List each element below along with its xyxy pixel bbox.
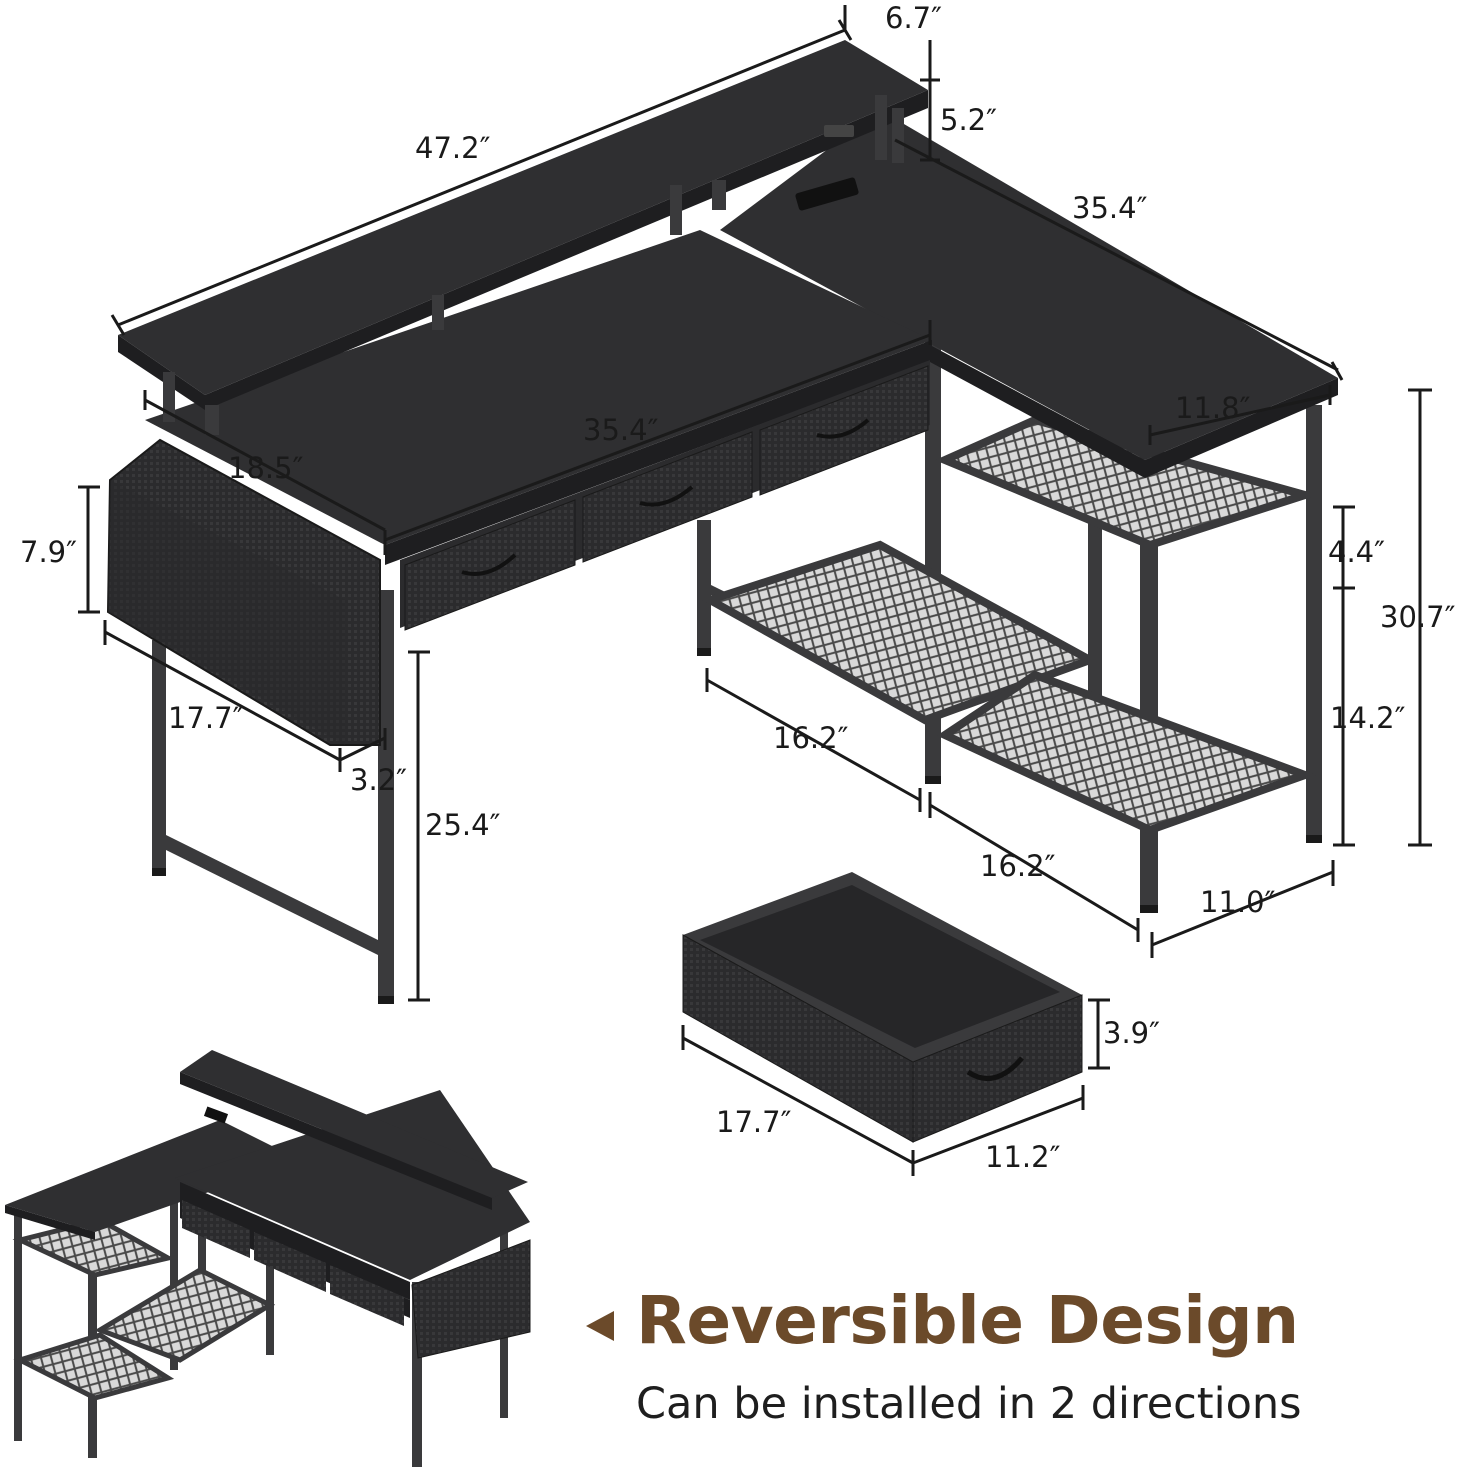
main-desktop — [145, 230, 932, 545]
leg-feet — [152, 648, 1322, 1004]
power-outlet-icon — [795, 177, 859, 211]
label-hutch-width: 47.2″ — [415, 131, 491, 165]
drawer-2 — [582, 431, 753, 563]
label-desk-depth: 18.5″ — [228, 451, 304, 485]
label-bag-height: 7.9″ — [20, 535, 77, 569]
drawer-handle-icon — [966, 1056, 1024, 1081]
hutch-supports — [163, 95, 904, 435]
label-shelf-gap-top: 4.4″ — [1328, 535, 1385, 569]
drawer-3 — [759, 365, 929, 496]
hutch-shelf — [118, 40, 928, 395]
label-shelf-gap-bottom: 14.2″ — [1330, 701, 1406, 735]
drawer-1 — [404, 499, 576, 631]
drawer-illustration — [682, 872, 1083, 1143]
return-desktop — [720, 110, 1338, 460]
label-desk-height: 25.4″ — [425, 808, 501, 842]
label-drawer-height: 3.9″ — [1103, 1016, 1160, 1050]
label-shelf-length-1: 16.2″ — [773, 721, 849, 755]
label-hutch-depth: 6.7″ — [885, 1, 942, 35]
dimension-labels: 6.7″ 5.2″ 47.2″ 35.4″ 35.4″ 11.8″ 18.5″ … — [20, 1, 1456, 1174]
label-shelf-length-2: 16.2″ — [980, 849, 1056, 883]
drawer-handles — [461, 418, 870, 576]
label-return-depth: 11.8″ — [1175, 391, 1251, 425]
headline-subtitle: Can be installed in 2 directions — [636, 1379, 1302, 1429]
label-shelf-depth: 11.0″ — [1200, 885, 1276, 919]
label-bag-width: 17.7″ — [168, 701, 244, 735]
usb-outlet-icon — [824, 125, 854, 137]
label-hutch-height: 5.2″ — [940, 103, 997, 137]
label-desk-width: 35.4″ — [583, 413, 659, 447]
label-total-height: 30.7″ — [1380, 600, 1456, 634]
label-return-length: 35.4″ — [1072, 191, 1148, 225]
label-drawer-length: 17.7″ — [716, 1105, 792, 1139]
dimension-lines — [78, 5, 1432, 1176]
return-lower-shelf — [936, 670, 1317, 835]
reversed-desk-illustration — [5, 1050, 531, 1467]
return-upper-shelf — [934, 415, 1319, 550]
label-bag-depth: 3.2″ — [350, 763, 407, 797]
label-drawer-width: 11.2″ — [985, 1140, 1061, 1174]
left-triangle-icon — [586, 1311, 614, 1341]
headline-title: Reversible Design — [636, 1282, 1299, 1359]
main-desk-illustration — [106, 40, 1338, 1004]
